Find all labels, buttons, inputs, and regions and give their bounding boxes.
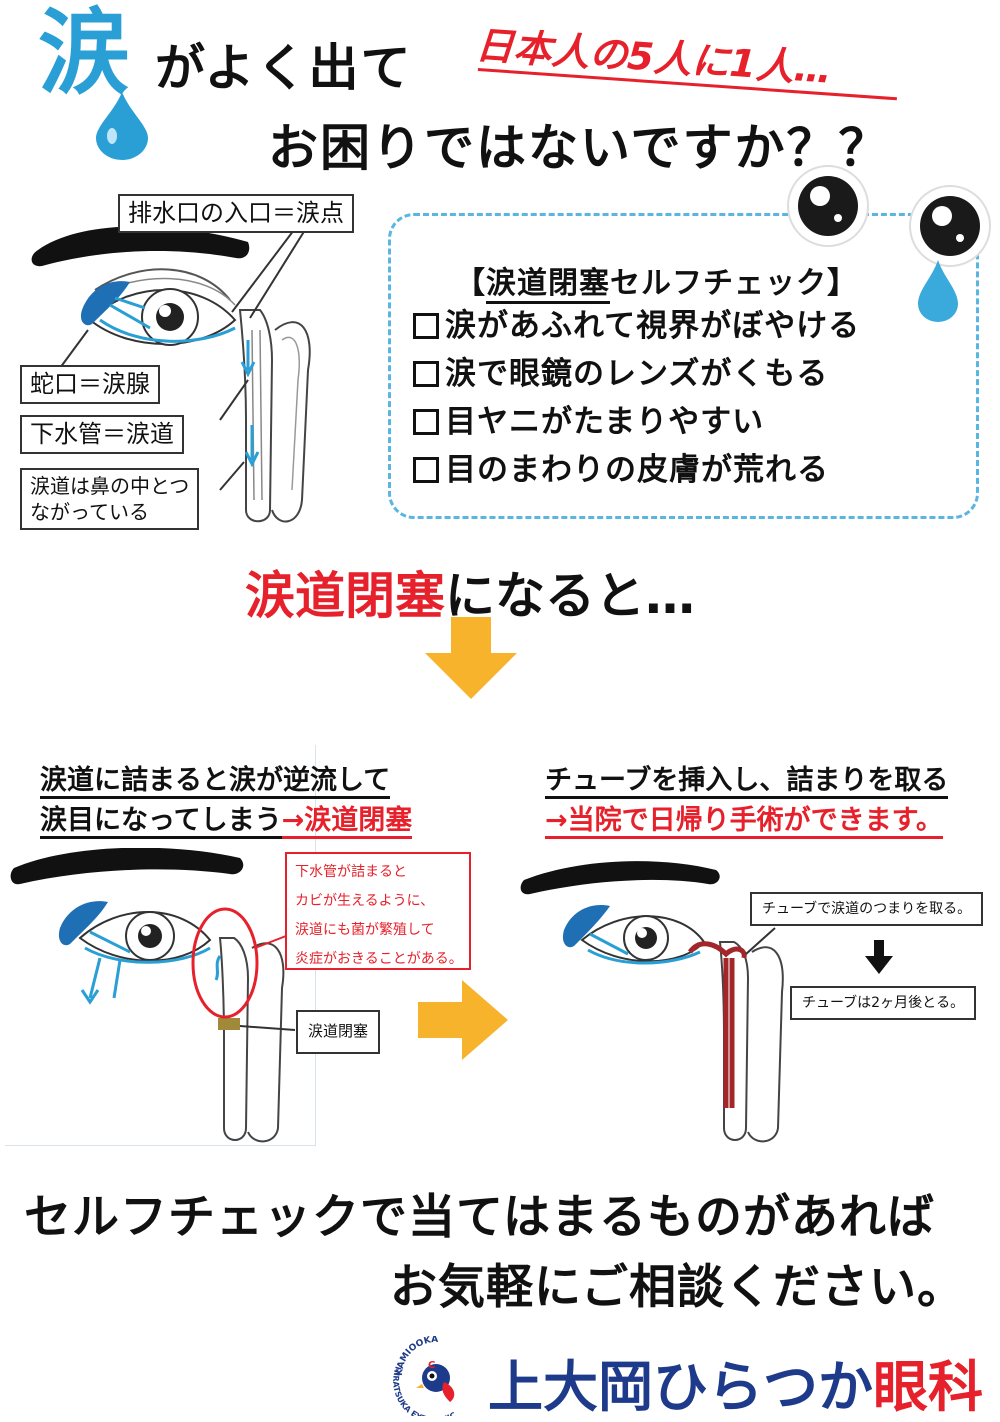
worried-eyes-icon — [787, 165, 991, 322]
tear-drop-icon — [96, 92, 148, 160]
tube-treatment-diagram — [520, 861, 784, 1143]
tube-insertion-label: チューブで涙道のつまりを取る。 — [750, 892, 984, 927]
self-check-title: 【涙道閉塞セルフチェック】 — [455, 258, 858, 304]
left-caption-line-2: 涙目になってしまう→涙道閉塞 — [40, 798, 413, 839]
obstruction-label: 涙道閉塞 — [296, 1010, 381, 1054]
clinic-logo-icon: KAMIOOKA HIRATSUKA EYE CLINIC C — [391, 1336, 458, 1416]
tear-duct-label: 下水管＝涙道 — [20, 415, 184, 455]
check-item[interactable]: 目のまわりの皮膚が荒れる — [413, 444, 829, 489]
check-item[interactable]: 涙で眼鏡のレンズがくもる — [413, 348, 828, 393]
tears-kanji: 涙 — [38, 0, 131, 107]
right-caption-line-2: →当院で日帰り手術ができます。 — [545, 798, 943, 839]
arrow-right-icon — [418, 980, 508, 1060]
checkbox-icon[interactable] — [413, 313, 439, 339]
obstruction-heading: 涙道閉塞になると… — [245, 567, 695, 625]
check-item[interactable]: 涙があふれて視界がぼやける — [413, 300, 860, 345]
right-caption-line-1: チューブを挿入し、詰まりを取る — [545, 758, 949, 799]
check-item[interactable]: 目ヤニがたまりやすい — [413, 396, 764, 441]
lacrimal-gland-label: 蛇口＝涙腺 — [20, 365, 160, 405]
self-check-panel — [388, 213, 979, 519]
tube-removal-label: チューブは2ヶ月後とる。 — [790, 986, 977, 1021]
nose-label-line-2: ながっている — [30, 500, 149, 524]
cta-line-2: お気軽にご相談ください。 — [390, 1260, 966, 1315]
checkbox-icon[interactable] — [413, 361, 439, 387]
clinic-name: 上大岡ひらつか眼科 — [488, 1355, 984, 1419]
arrow-down-icon — [425, 617, 517, 699]
blocked-duct-diagram — [10, 848, 296, 1143]
punctum-label: 排水口の入口＝涙点 — [118, 194, 354, 234]
cta-line-1: セルフチェックで当てはまるものがあれば — [24, 1190, 936, 1245]
nose-connection-label: 涙道は鼻の中とつ ながっている — [20, 468, 200, 530]
headline-line-1: がよく出て — [155, 39, 413, 97]
self-check-title-keyword: 涙道閉塞 — [486, 266, 610, 304]
eye-anatomy-diagram — [31, 221, 311, 523]
arrow-down-small-icon — [865, 940, 893, 974]
left-caption-line-1: 涙道に詰まると涙が逆流して — [40, 758, 391, 799]
checkbox-icon[interactable] — [413, 457, 439, 483]
nose-label-line-1: 涙道は鼻の中とつ — [30, 474, 190, 498]
checkbox-icon[interactable] — [413, 409, 439, 435]
svg-text:C: C — [428, 1360, 435, 1371]
infection-note-box: 下水管が詰まると カビが生えるように、 涙道にも菌が繁殖して 炎症がおきることが… — [285, 852, 471, 970]
headline-line-2: お困りではないですか？？ — [268, 119, 891, 177]
